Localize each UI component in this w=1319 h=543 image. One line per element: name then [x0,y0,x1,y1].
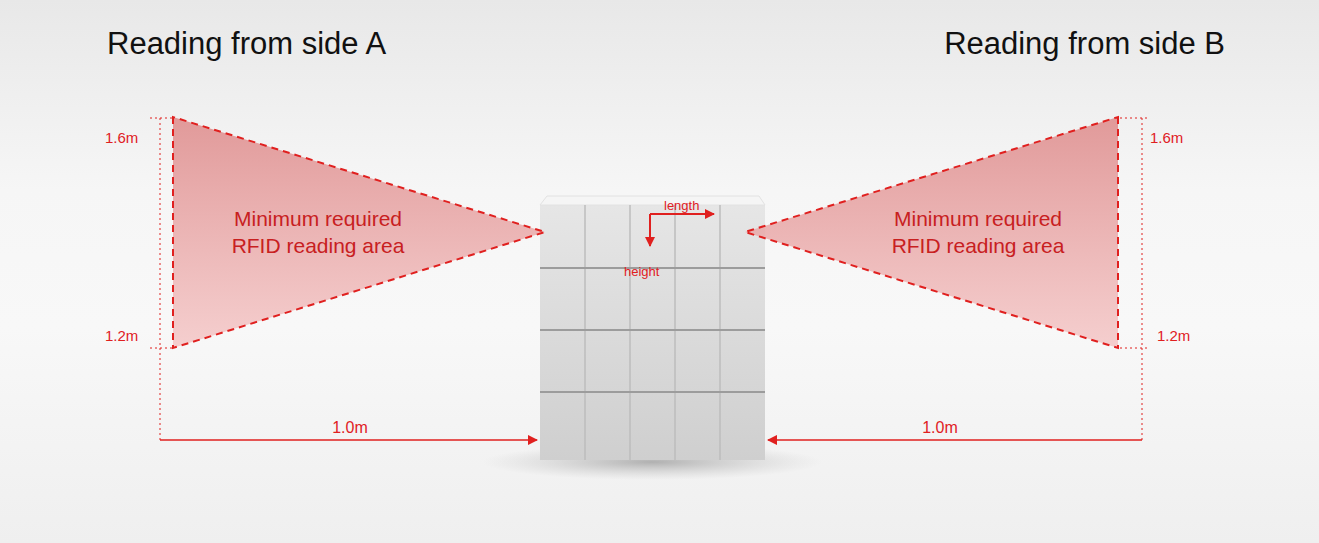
label-holder: height [624,262,659,280]
reading-area-triangle: Minimum required RFID reading area [171,115,547,350]
axis-label: length [664,198,699,213]
label-holder: length [664,196,699,214]
triangle-shape [743,115,1120,350]
label-holder: 1.0m [922,419,958,437]
label-holder: 1.2m [105,327,138,345]
rfid-box [540,196,765,460]
label-holder: Reading from side A [107,26,386,62]
axis-label: height [624,264,659,279]
dimension-label: 1.0m [922,419,958,437]
side-heading: Reading from side A [107,26,386,62]
height-arrow [649,214,651,246]
length-arrow [650,213,714,215]
label-holder: Reading from side B [944,26,1225,62]
dimension-label: 1.2m [105,327,138,344]
side-heading: Reading from side B [944,26,1225,62]
triangle-shape [171,115,547,350]
dimension-label: 1.6m [105,129,138,146]
label-holder: 1.0m [332,419,368,437]
label-holder: 1.2m [1157,327,1190,345]
area-label: Minimum required RFID reading area [867,206,1089,259]
reading-area-triangle: Minimum required RFID reading area [743,115,1120,350]
label-holder: 1.6m [105,129,138,147]
dimension-label: 1.6m [1150,129,1183,146]
dimension-label: 1.0m [332,419,368,437]
area-label: Minimum required RFID reading area [207,206,429,259]
label-holder: 1.6m [1150,129,1183,147]
dimension-label: 1.2m [1157,327,1190,344]
